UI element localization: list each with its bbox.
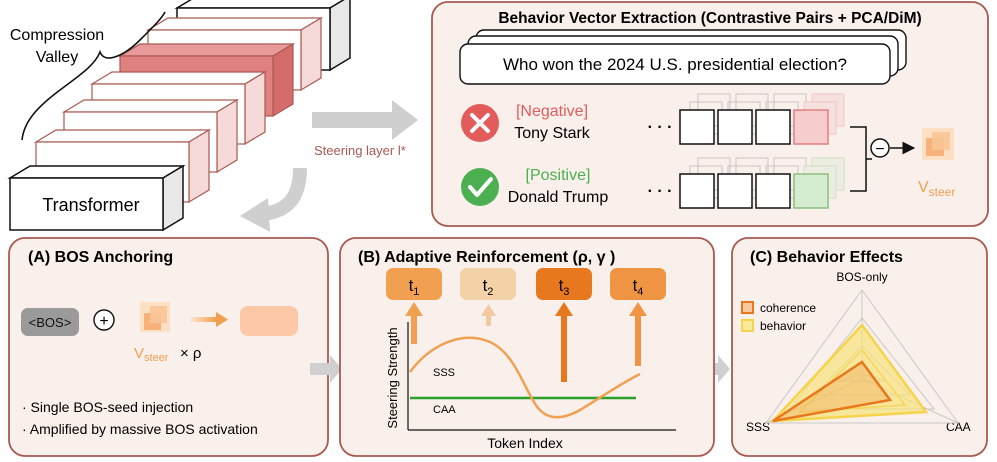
caa-label: CAA [433,404,456,416]
minus-operator [870,138,890,158]
bos-token [21,308,79,336]
arrow-t4 [629,302,647,366]
arrow-a-to-b [310,355,342,383]
behavior-area-inner [798,348,907,413]
coherence-area [772,360,893,423]
panel-a-bullet1: · Single BOS-seed injection [22,399,193,415]
axis-left-label: SSS [746,420,770,434]
svg-text:t1: t1 [409,276,420,298]
token-t1: t1 [386,268,442,300]
positive-ellipsis: · · · [648,183,673,200]
positive-tag: [Positive] [526,167,591,184]
svg-text:t4: t4 [633,276,644,298]
extraction-panel: Behavior Vector Extraction (Contrastive … [431,1,989,227]
panel-a-vsteer: Vsteer [134,345,169,364]
negative-ellipsis: · · · [648,119,673,136]
panel-a: (A) BOS Anchoring <BOS> + Vsteer × ρ · S… [8,237,329,457]
panel-a-title: (A) BOS Anchoring [28,249,173,266]
arrow-t1 [405,302,423,344]
panel-b-title: (B) Adaptive Reinforcement (ρ, γ ) [358,249,615,266]
steering-layer-label: Steering layer l* [314,143,406,158]
prompt-card [459,43,891,85]
layer-front: Transformer [7,164,186,232]
arrow-b-to-c [700,355,730,383]
plus-operator [93,309,115,331]
token-t4: t4 [610,268,666,300]
valley-brace [21,11,166,141]
sss-label: SSS [433,367,455,379]
panel-a-arrow [190,317,216,322]
positive-answer: Donald Trump [508,189,609,206]
steering-arrow [312,100,418,140]
curved-arrow-down [240,167,307,232]
vsteer-label: Vsteer [918,179,955,199]
sss-curve [408,336,641,419]
transformer-stack: Transformer Compression Valley [7,0,351,232]
panel-b: (B) Adaptive Reinforcement (ρ, γ ) t1 t2… [339,237,715,457]
plus-symbol: + [99,313,108,330]
axis-top-label: BOS-only [836,270,887,284]
legend-behavior: behavior [760,319,806,333]
result-token [240,306,298,336]
x-axis-label: Token Index [487,435,563,451]
arrow-t2 [481,304,496,326]
positive-icon [461,168,499,206]
negative-tag: [Negative] [516,103,588,120]
prompt-text: Who won the 2024 U.S. presidential elect… [503,55,847,74]
token-t3: t3 [536,268,592,300]
valley-label-line1: Compression [10,27,104,44]
svg-text:t2: t2 [483,276,494,298]
valley-label-line2: Valley [36,49,78,66]
legend-coherence: coherence [760,301,816,315]
arrow-t3 [555,302,573,382]
y-axis-label: Steering Strength [385,327,400,428]
svg-text:t3: t3 [559,276,570,298]
negative-icon [461,104,499,142]
panel-c-title: (C) Behavior Effects [750,249,903,266]
token-t2: t2 [460,268,516,300]
panel-a-bullet2: · Amplified by massive BOS activation [22,421,258,437]
panel-a-steer-icon [140,302,170,332]
bos-token-label: <BOS> [29,315,72,330]
axis-right-label: CAA [946,420,971,434]
legend: coherence behavior [741,301,816,333]
steer-vector-icon [922,128,954,160]
extraction-title: Behavior Vector Extraction (Contrastive … [498,10,921,27]
panel-a-times-rho: × ρ [180,345,201,362]
panel-c: (C) Behavior Effects BOS-only SSS CAA co… [731,237,988,457]
transformer-label: Transformer [42,195,139,215]
minus-symbol: − [875,141,884,158]
negative-answer: Tony Stark [514,125,591,142]
